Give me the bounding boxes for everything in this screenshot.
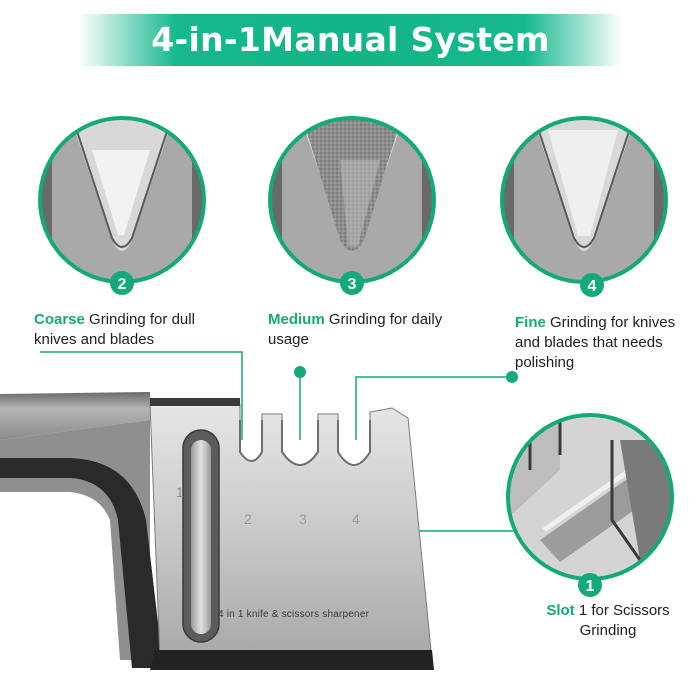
connector-dot-medium bbox=[294, 366, 306, 378]
badge-number-3: 3 bbox=[348, 276, 357, 293]
caption-slot-keyword: Slot bbox=[546, 602, 575, 619]
badge-number-1: 1 bbox=[586, 578, 595, 595]
page-title: 4-in-1Manual System bbox=[151, 20, 550, 59]
badge-number-2: 2 bbox=[118, 276, 127, 293]
slot-label-3: 3 bbox=[299, 511, 307, 527]
sharpener-illustration: 1 2 3 4 bbox=[0, 392, 434, 670]
caption-fine: Fine Grinding for knives and blades that… bbox=[515, 313, 700, 373]
slot-label-2: 2 bbox=[244, 511, 252, 527]
zoom-circle-medium: 3 bbox=[268, 116, 436, 295]
slot-label-4: 4 bbox=[352, 511, 360, 527]
badge-number-4: 4 bbox=[588, 278, 597, 295]
zoom-circle-coarse: 2 bbox=[38, 116, 206, 295]
handle-top bbox=[0, 392, 150, 440]
zoom-circle-slot: 1 bbox=[506, 413, 674, 597]
badge-1 bbox=[578, 573, 602, 597]
caption-coarse-keyword: Coarse bbox=[34, 311, 85, 328]
caption-slot: Slot 1 for Scissors Grinding bbox=[538, 601, 678, 641]
badge-2 bbox=[110, 271, 134, 295]
caption-coarse-text: Grinding for dull knives and blades bbox=[34, 311, 195, 348]
caption-fine-text: Grinding for knives and blades that need… bbox=[515, 314, 676, 371]
slot-label-1: 1 bbox=[176, 484, 184, 500]
sharpener-engraving: 4 in 1 knife & scissors sharpener bbox=[218, 609, 370, 620]
zoom-circle-fine: 4 bbox=[500, 116, 668, 297]
badge-3 bbox=[340, 271, 364, 295]
connector-dot-fine bbox=[506, 371, 518, 383]
caption-slot-text: 1 for Scissors Grinding bbox=[574, 602, 670, 639]
caption-coarse: Coarse Grinding for dull knives and blad… bbox=[34, 310, 234, 350]
handle-grip bbox=[0, 458, 160, 668]
caption-medium-text: Grinding for daily usage bbox=[268, 311, 443, 348]
caption-medium-keyword: Medium bbox=[268, 311, 325, 328]
caption-medium: Medium Grinding for daily usage bbox=[268, 310, 448, 350]
title-banner bbox=[78, 14, 623, 66]
connector-fine bbox=[355, 376, 512, 440]
connector-coarse bbox=[40, 351, 243, 440]
badge-4 bbox=[580, 273, 604, 297]
caption-fine-keyword: Fine bbox=[515, 314, 546, 331]
